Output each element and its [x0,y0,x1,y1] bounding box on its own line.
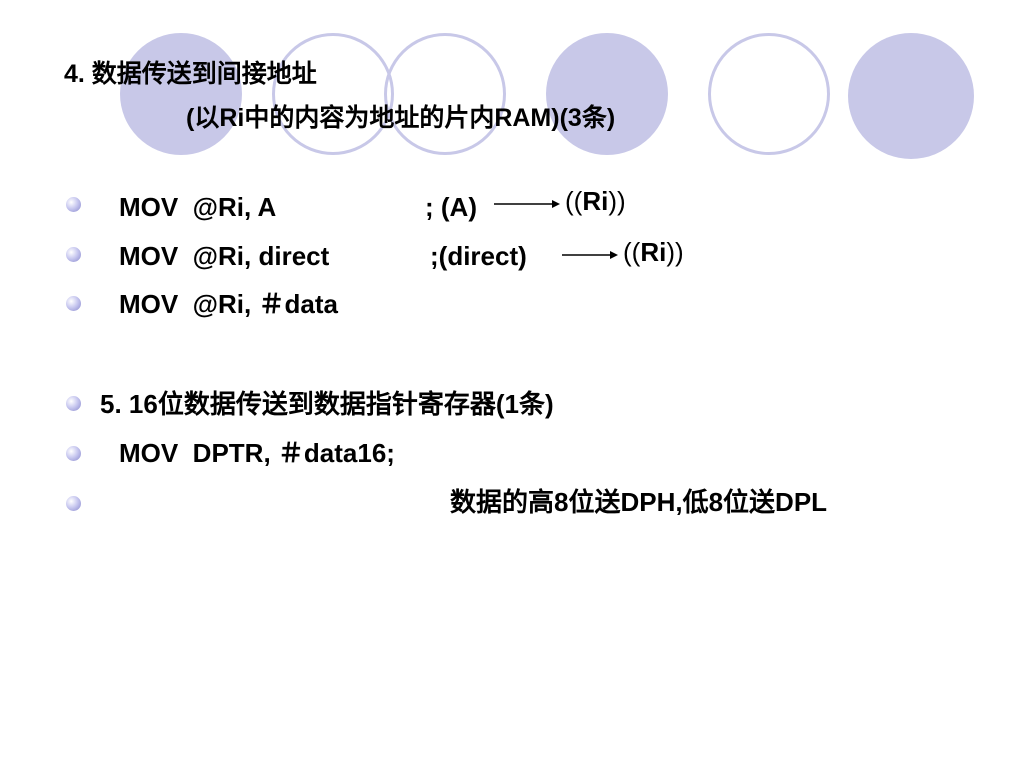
arrow-right-icon [562,251,618,259]
bullet-icon [66,446,81,461]
instruction-target: ((Ri)) [623,237,684,267]
decorative-ring [384,33,506,155]
bullet-icon [66,197,81,212]
decorative-circle [848,33,974,159]
decorative-circle [120,33,242,155]
instruction-comment: ; (A) [425,192,477,222]
section-heading-4: 4. 数据传送到间接地址 [64,60,317,88]
instruction-code: MOV DPTR, ＃data16; [119,438,395,468]
instruction-code: MOV @Ri, A [119,192,277,222]
instruction-note: 数据的高8位送DPH,低8位送DPL [450,487,828,517]
instruction-code: MOV @Ri, direct [119,241,330,271]
bullet-icon [66,247,81,262]
decorative-circle [546,33,668,155]
instruction-target: ((Ri)) [565,186,626,216]
bullet-icon [66,496,81,511]
decorative-ring [272,33,394,155]
bullet-icon [66,396,81,411]
section-heading-5: 5. 16位数据传送到数据指针寄存器(1条) [100,389,554,419]
decorative-ring [708,33,830,155]
section-heading-4-subtitle: (以Ri中的内容为地址的片内RAM)(3条) [186,104,616,132]
arrow-right-icon [494,200,560,208]
instruction-comment: ;(direct) [430,241,527,271]
instruction-code: MOV @Ri, ＃data [119,289,338,319]
bullet-icon [66,296,81,311]
